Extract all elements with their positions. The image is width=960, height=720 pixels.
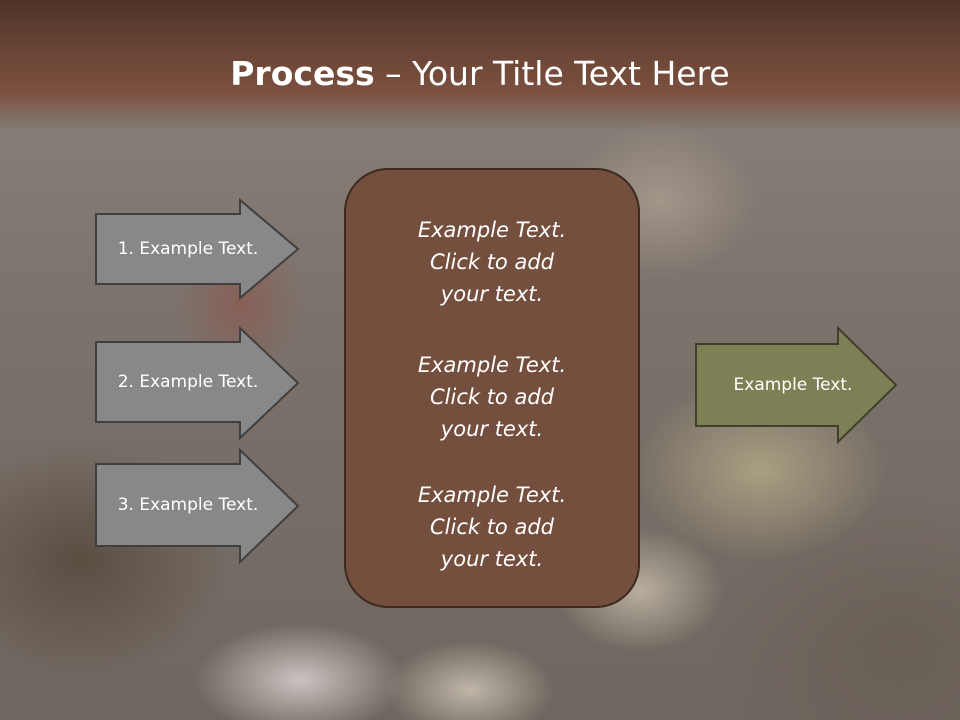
arrow-shape <box>695 326 898 444</box>
step-arrow-2[interactable]: 2. Example Text. <box>94 326 300 440</box>
arrow-shape <box>95 326 300 440</box>
slide-title[interactable]: Process – Your Title Text Here <box>0 52 960 96</box>
block-line: Click to add <box>429 385 554 409</box>
block-line: your text. <box>440 417 544 441</box>
step-label-1: 1. Example Text. <box>117 239 259 259</box>
output-label: Example Text. <box>733 375 853 395</box>
center-text-block-1[interactable]: Example Text. Click to add your text. <box>346 214 638 310</box>
block-line: your text. <box>440 282 544 306</box>
output-arrow[interactable]: Example Text. <box>694 326 900 444</box>
title-bold-text: Process <box>230 54 375 93</box>
step-label-2: 2. Example Text. <box>117 372 259 392</box>
center-text-block-2[interactable]: Example Text. Click to add your text. <box>346 349 638 445</box>
title-dash: – <box>374 54 413 93</box>
arrow-shape <box>95 448 300 564</box>
block-line: your text. <box>440 547 544 571</box>
step-arrow-3[interactable]: 3. Example Text. <box>94 448 300 564</box>
center-text-box[interactable]: Example Text. Click to add your text. Ex… <box>344 168 640 608</box>
step-label-3: 3. Example Text. <box>117 495 259 515</box>
block-line: Click to add <box>429 250 554 274</box>
block-line: Example Text. <box>417 353 567 377</box>
arrow-shape <box>95 198 300 300</box>
block-line: Click to add <box>429 515 554 539</box>
block-line: Example Text. <box>417 218 567 242</box>
step-arrow-1[interactable]: 1. Example Text. <box>94 198 300 300</box>
title-rest-text: Your Title Text Here <box>412 54 730 93</box>
block-line: Example Text. <box>417 483 567 507</box>
center-text-block-3[interactable]: Example Text. Click to add your text. <box>346 479 638 575</box>
title-band <box>0 0 960 130</box>
